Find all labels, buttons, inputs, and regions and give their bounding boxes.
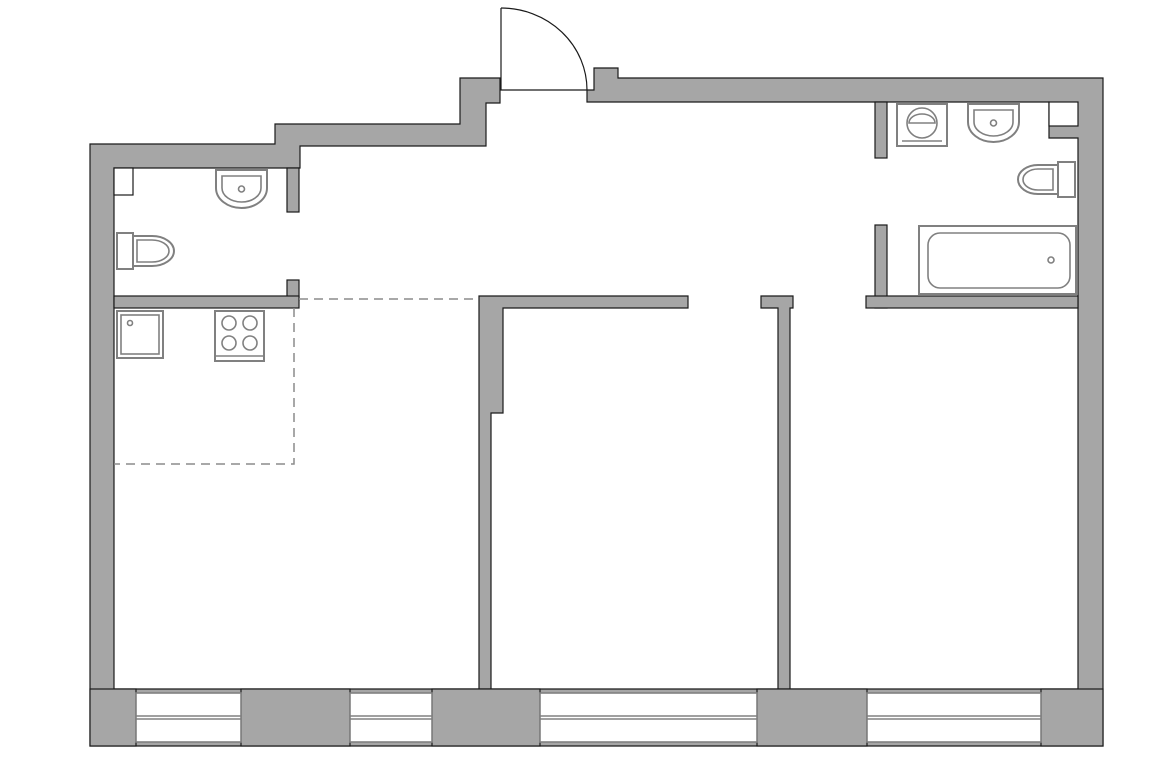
window [349,692,433,743]
kitchen-zone-outline [114,298,479,465]
toilet-icon [1017,161,1076,198]
pier [89,688,137,747]
wash-basin-icon [215,169,268,209]
partition-right [760,295,794,690]
entrance-door [500,7,588,91]
toilet-icon [116,232,175,270]
wall-toilet-bottom [113,295,300,309]
bathtub-icon [918,225,1077,295]
wall-bath-left-upper [874,101,888,159]
wall-bath-bottom [865,295,1079,309]
pier [431,688,541,747]
shaft-left [113,167,134,196]
window [539,692,758,743]
window [866,692,1042,743]
window [135,692,242,743]
sink-icon [116,310,164,359]
pier [756,688,868,747]
window-wall [89,688,1104,747]
pier [240,688,351,747]
wall-toilet-right-upper [286,167,300,213]
washing-machine-icon [896,103,948,147]
shaft-right [1048,101,1079,127]
partition-left [478,295,689,690]
wash-basin-icon [967,103,1020,143]
pier [1040,688,1104,747]
stove-icon [214,310,265,362]
